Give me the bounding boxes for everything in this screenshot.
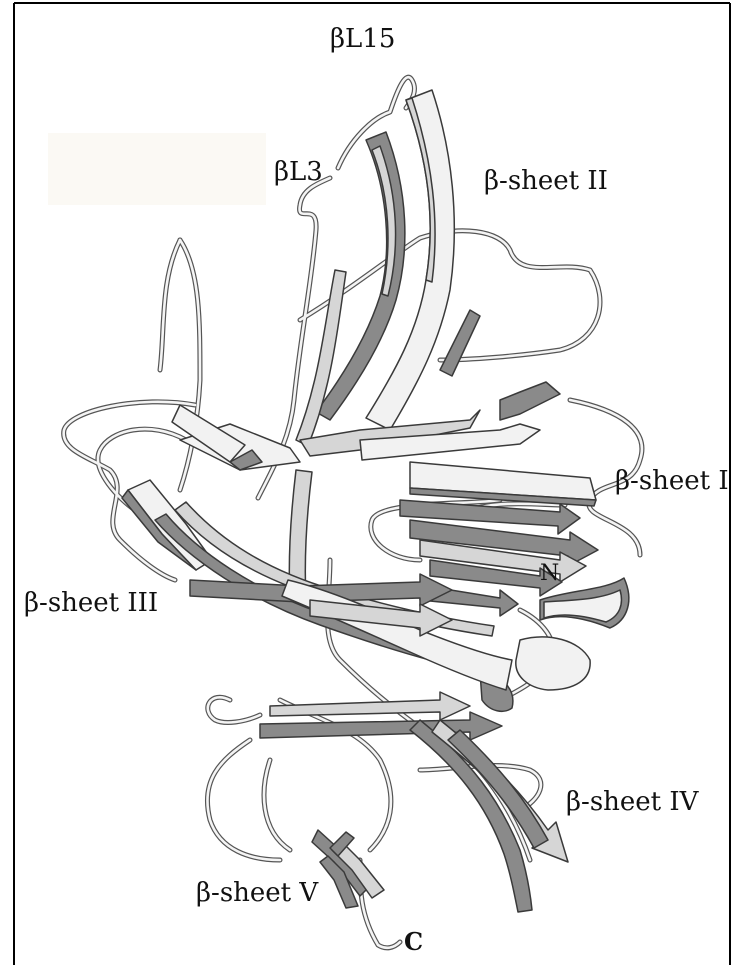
label-sheet-iii: β-sheet III [24,588,158,618]
blank-patch [48,133,266,205]
label-sheet-i: β-sheet I [615,466,729,496]
label-bl3: βL3 [274,157,323,187]
beta-sheet-v-strands [312,830,384,908]
central-strands [172,405,540,470]
label-sheet-v: β-sheet V [196,878,319,908]
label-sheet-ii: β-sheet II [484,166,608,196]
label-c-terminus: C [404,927,423,956]
label-bl15: βL15 [330,24,395,54]
label-sheet-iv: β-sheet IV [566,787,700,817]
label-n-terminus: N [540,561,559,586]
